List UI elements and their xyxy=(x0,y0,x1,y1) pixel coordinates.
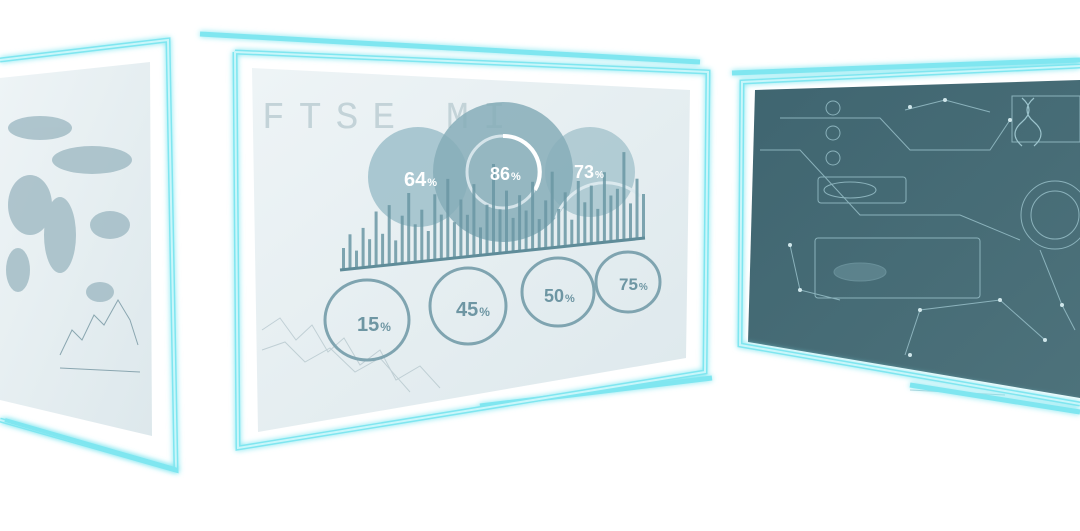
bar xyxy=(413,224,417,263)
bar xyxy=(544,200,548,249)
ring-75 xyxy=(594,250,662,314)
bar-baseline xyxy=(339,236,646,272)
ring-50 xyxy=(520,256,596,328)
bar xyxy=(505,190,508,253)
bar xyxy=(452,222,456,259)
bubble-64-value: 64% xyxy=(404,169,437,191)
ring-50-value: 50% xyxy=(544,286,575,306)
network-nodes xyxy=(788,98,1064,357)
ring-15-value: 15% xyxy=(357,314,391,336)
bar xyxy=(596,208,600,243)
bar xyxy=(583,202,587,245)
bar xyxy=(511,217,515,252)
bar-strip xyxy=(342,152,645,270)
bar xyxy=(420,209,424,262)
bar xyxy=(433,194,437,261)
bubble-86 xyxy=(433,102,573,242)
bar xyxy=(446,178,450,259)
bar xyxy=(609,195,613,242)
bar xyxy=(439,214,443,260)
world-map-icon xyxy=(6,116,132,302)
bar xyxy=(381,233,385,266)
bar xyxy=(355,250,358,269)
bar xyxy=(400,215,404,264)
bar xyxy=(576,181,580,245)
bar xyxy=(426,231,430,261)
bar xyxy=(479,227,482,256)
bar xyxy=(407,193,411,263)
left-mini-chart xyxy=(59,299,141,373)
bar xyxy=(550,171,554,248)
bar xyxy=(387,205,391,266)
bar xyxy=(492,164,495,254)
bar xyxy=(518,195,522,252)
bar xyxy=(557,209,561,247)
bar xyxy=(394,240,398,265)
bar xyxy=(368,239,372,268)
bubble-86-value: 86% xyxy=(490,164,521,184)
ring-15 xyxy=(323,278,411,362)
bar xyxy=(537,219,541,250)
bar xyxy=(485,204,489,255)
bar xyxy=(524,210,528,251)
bar xyxy=(531,181,535,250)
bar xyxy=(570,219,574,246)
ring-gauges xyxy=(323,250,662,362)
left-screen xyxy=(0,37,179,474)
bar xyxy=(374,211,378,267)
bar xyxy=(361,227,365,268)
ring-75-value: 75% xyxy=(619,275,648,294)
network-diagram-icon xyxy=(760,95,1080,396)
bubble-chart xyxy=(368,102,642,242)
bar xyxy=(465,214,469,257)
center-screen: FTSE MI 64% 86% 73% xyxy=(199,31,713,451)
bar xyxy=(602,172,606,243)
bar xyxy=(642,194,645,238)
bar xyxy=(459,199,463,258)
bar xyxy=(348,234,352,270)
ring-45-value: 45% xyxy=(456,299,490,321)
bar xyxy=(635,178,639,239)
bar xyxy=(589,185,593,244)
bar xyxy=(622,152,626,241)
bar xyxy=(472,184,476,257)
dna-icon xyxy=(1014,97,1042,147)
bar xyxy=(342,248,345,270)
bubble-73-value: 73% xyxy=(574,162,604,182)
bar xyxy=(498,209,502,254)
bar xyxy=(563,192,567,247)
right-screen xyxy=(731,57,1080,415)
bar xyxy=(615,188,619,241)
ring-45 xyxy=(428,266,508,346)
bar xyxy=(629,203,632,240)
